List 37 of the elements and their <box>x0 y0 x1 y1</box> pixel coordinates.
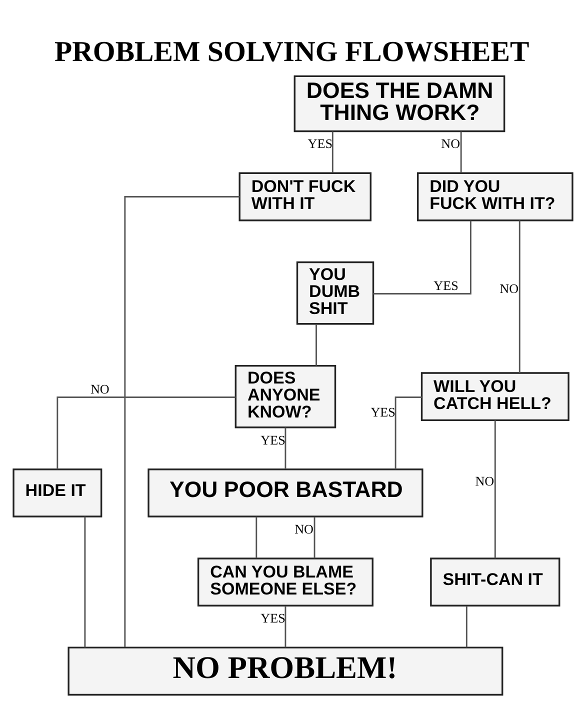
edge-label: YES <box>260 610 286 626</box>
edge-label: NO <box>475 472 494 488</box>
connector <box>466 605 468 647</box>
connector <box>284 427 286 469</box>
connector <box>518 220 520 372</box>
node-box: HIDE IT <box>12 468 102 517</box>
connector <box>394 396 422 469</box>
edge-label: YES <box>260 432 286 447</box>
connector <box>460 131 462 172</box>
node-box: YOU POOR BASTARD <box>148 468 424 517</box>
connector <box>494 420 496 558</box>
node-box: YOU DUMB SHIT <box>296 260 374 324</box>
node-box: DON'T FUCK WITH IT <box>238 172 372 221</box>
connector <box>124 196 240 646</box>
node-box: WILL YOU CATCH HELL? <box>420 372 570 421</box>
node-box: NO PROBLEM! <box>68 646 504 696</box>
edge-label: NO <box>441 136 460 151</box>
connector <box>284 605 286 647</box>
node-box: DID YOU FUCK WITH IT? <box>416 172 574 221</box>
diagram-title: PROBLEM SOLVING FLOWSHEET <box>54 36 530 68</box>
edge-label: YES <box>370 404 396 419</box>
connector <box>373 220 472 294</box>
connector <box>332 131 334 172</box>
node-box: CAN YOU BLAME SOMEONE ELSE? <box>197 557 374 606</box>
node-box: DOES ANYONE KNOW? <box>234 364 336 428</box>
edge-label: NO <box>500 280 519 296</box>
connector <box>314 516 316 558</box>
connector <box>256 516 258 558</box>
edge-label: YES <box>308 136 333 151</box>
edge-label: NO <box>90 380 110 396</box>
node-box: SHIT-CAN IT <box>430 557 560 606</box>
edge-label: NO <box>294 521 314 536</box>
connector <box>84 516 86 647</box>
connector <box>56 396 236 469</box>
node-box: DOES THE DAMN THING WORK? <box>294 74 506 132</box>
connector <box>316 324 317 366</box>
edge-label: YES <box>434 277 458 292</box>
